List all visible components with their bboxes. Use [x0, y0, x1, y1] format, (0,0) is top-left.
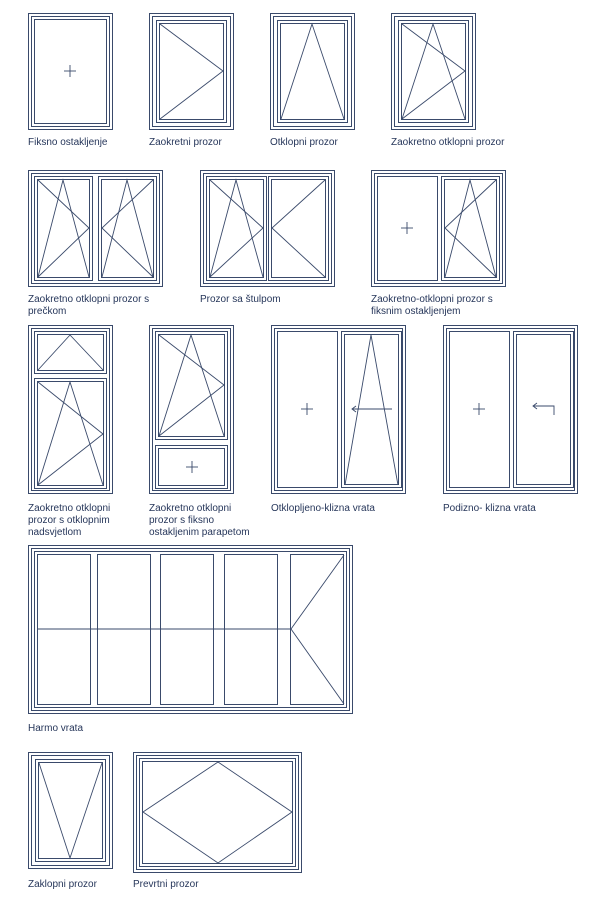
tilt-turn-diagram [391, 13, 476, 130]
label-fixed-glazing: Fiksno ostakljenje [28, 137, 108, 148]
label-tilt: Otklopni prozor [270, 137, 338, 148]
casement-diagram [149, 13, 234, 130]
label-casement: Zaokretni prozor [149, 137, 222, 148]
folding-door-diagram [28, 545, 353, 714]
tilt-turn-transom-diagram [28, 325, 113, 494]
window-tilt-turn-fixed: Zaokretno-otklopni prozor s fiksnim osta… [371, 170, 511, 320]
window-tilt-turn: Zaokretno otklopni prozor [391, 13, 511, 153]
label-tilt-turn-parapet: Zaokretno otklopni prozor s fiksno ostak… [149, 503, 250, 538]
window-hopper: Zaklopni prozor [28, 752, 128, 897]
tilt-turn-parapet-diagram [149, 325, 234, 494]
window-tilt-turn-transom: Zaokretno otklopni prozor s otklopnim na… [28, 325, 138, 540]
window-pivot: Prevrtni prozor [133, 752, 313, 897]
door-lift-slide: Podizno- klizna vrata [443, 325, 588, 525]
fixed-glazing-diagram [28, 13, 113, 130]
tilt-turn-fixed-diagram [371, 170, 506, 287]
door-folding: Harmo vrata [28, 545, 358, 745]
label-tilt-slide-door: Otklopljeno-klizna vrata [271, 503, 375, 514]
label-tilt-turn: Zaokretno otklopni prozor [391, 137, 505, 148]
label-tilt-turn-mullion: Zaokretno otklopni prozor s prečkom [28, 294, 150, 317]
window-fixed-glazing: Fiksno ostakljenje [28, 13, 114, 153]
label-tilt-turn-fixed: Zaokretno-otklopni prozor s fiksnim osta… [371, 294, 493, 317]
label-french-window: Prozor sa štulpom [200, 294, 281, 305]
door-tilt-slide: Otklopljeno-klizna vrata [271, 325, 416, 525]
tilt-turn-mullion-diagram [28, 170, 163, 287]
tilt-slide-door-diagram [271, 325, 406, 494]
tilt-diagram [270, 13, 355, 130]
window-casement: Zaokretni prozor [149, 13, 235, 153]
window-tilt-turn-mullion: Zaokretno otklopni prozor s prečkom [28, 170, 168, 320]
window-tilt-turn-parapet: Zaokretno otklopni prozor s fiksno ostak… [149, 325, 269, 540]
label-tilt-turn-transom: Zaokretno otklopni prozor s otklopnim na… [28, 503, 111, 538]
label-folding-door: Harmo vrata [28, 723, 84, 734]
hopper-diagram [28, 752, 113, 869]
window-french: Prozor sa štulpom [200, 170, 340, 320]
label-hopper: Zaklopni prozor [28, 879, 97, 890]
window-tilt: Otklopni prozor [270, 13, 356, 153]
label-pivot: Prevrtni prozor [133, 879, 199, 890]
pivot-diagram [133, 752, 302, 873]
label-lift-slide-door: Podizno- klizna vrata [443, 503, 536, 514]
lift-slide-door-diagram [443, 325, 578, 494]
french-window-diagram [200, 170, 335, 287]
